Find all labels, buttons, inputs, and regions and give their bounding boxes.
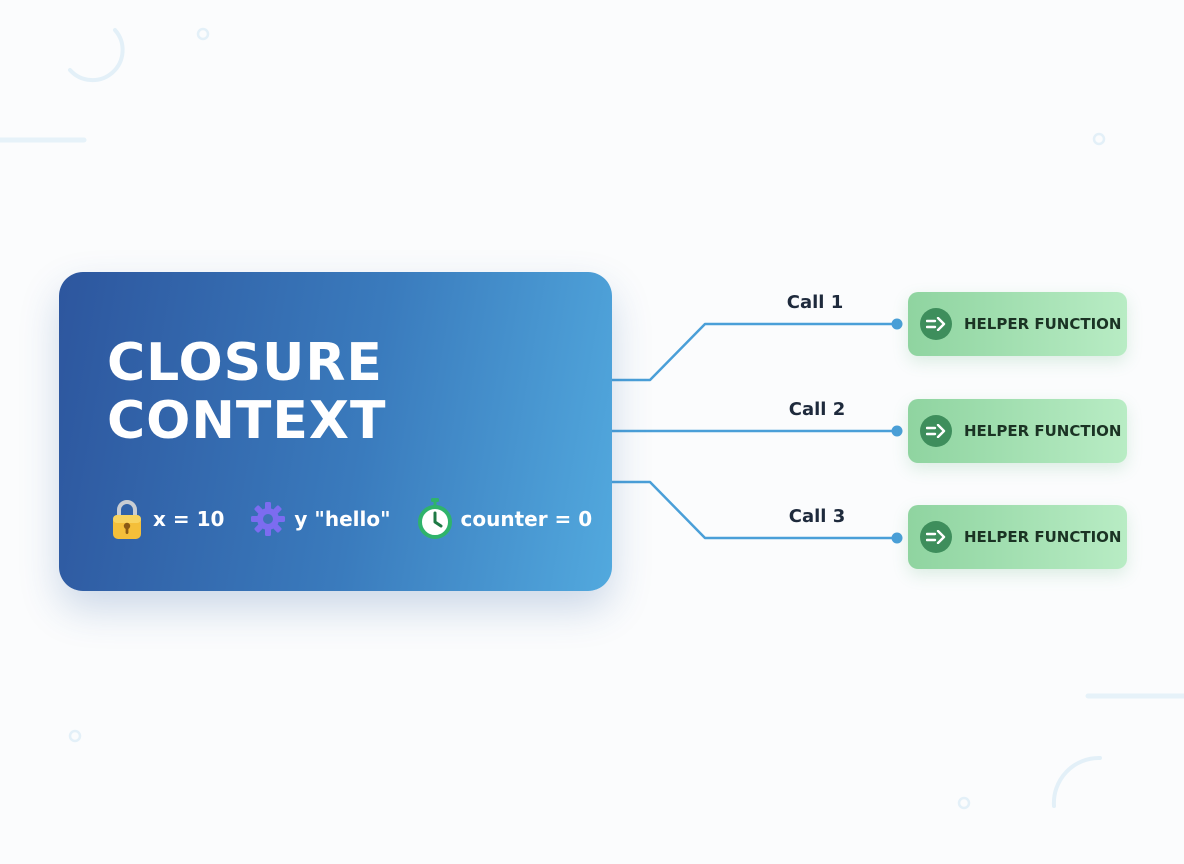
context-title: CLOSURE CONTEXT [107,334,386,450]
connector-call-3 [612,480,897,540]
stopwatch-icon [417,497,453,541]
decor-dot-bottom-right [957,796,971,810]
call-label-2: Call 2 [788,399,846,420]
helper-function-label-1: HELPER FUNCTION [964,315,1122,333]
variable-y-text: y "hello" [294,507,391,531]
decor-arc-bottom-right [1051,755,1102,808]
helper-function-label-3: HELPER FUNCTION [964,528,1122,546]
connector-call-3-endpoint [891,532,903,544]
helper-function-label-2: HELPER FUNCTION [964,422,1122,440]
call-label-1: Call 1 [786,292,844,313]
decor-arc-top-left [68,28,125,83]
decor-dot-top-right [1092,132,1106,146]
arrow-right-icon [920,521,952,553]
variable-x-text: x = 10 [153,507,225,531]
connector-call-1 [612,322,897,382]
gear-icon [250,497,286,541]
decor-dot-bottom-left [68,729,82,743]
connector-call-2-endpoint [891,425,903,437]
context-variables: x = 10 [109,496,618,542]
connector-call-1-endpoint [891,318,903,330]
arrow-right-icon [920,308,952,340]
variable-counter: counter = 0 [417,497,593,541]
context-title-line-2: CONTEXT [107,391,387,451]
arrow-right-icon [920,415,952,447]
closure-context-card: CLOSURE CONTEXT x = 10 [59,272,612,591]
variable-y: y "hello" [250,497,391,541]
variable-counter-text: counter = 0 [460,507,593,531]
decor-dot-top-left [196,27,210,41]
variable-x: x = 10 [109,497,224,541]
call-label-3: Call 3 [788,506,846,527]
context-title-line-1: CLOSURE [107,333,383,393]
helper-function-box-3: HELPER FUNCTION [908,505,1127,569]
helper-function-box-1: HELPER FUNCTION [908,292,1127,356]
lock-icon [109,497,145,541]
helper-function-box-2: HELPER FUNCTION [908,399,1127,463]
